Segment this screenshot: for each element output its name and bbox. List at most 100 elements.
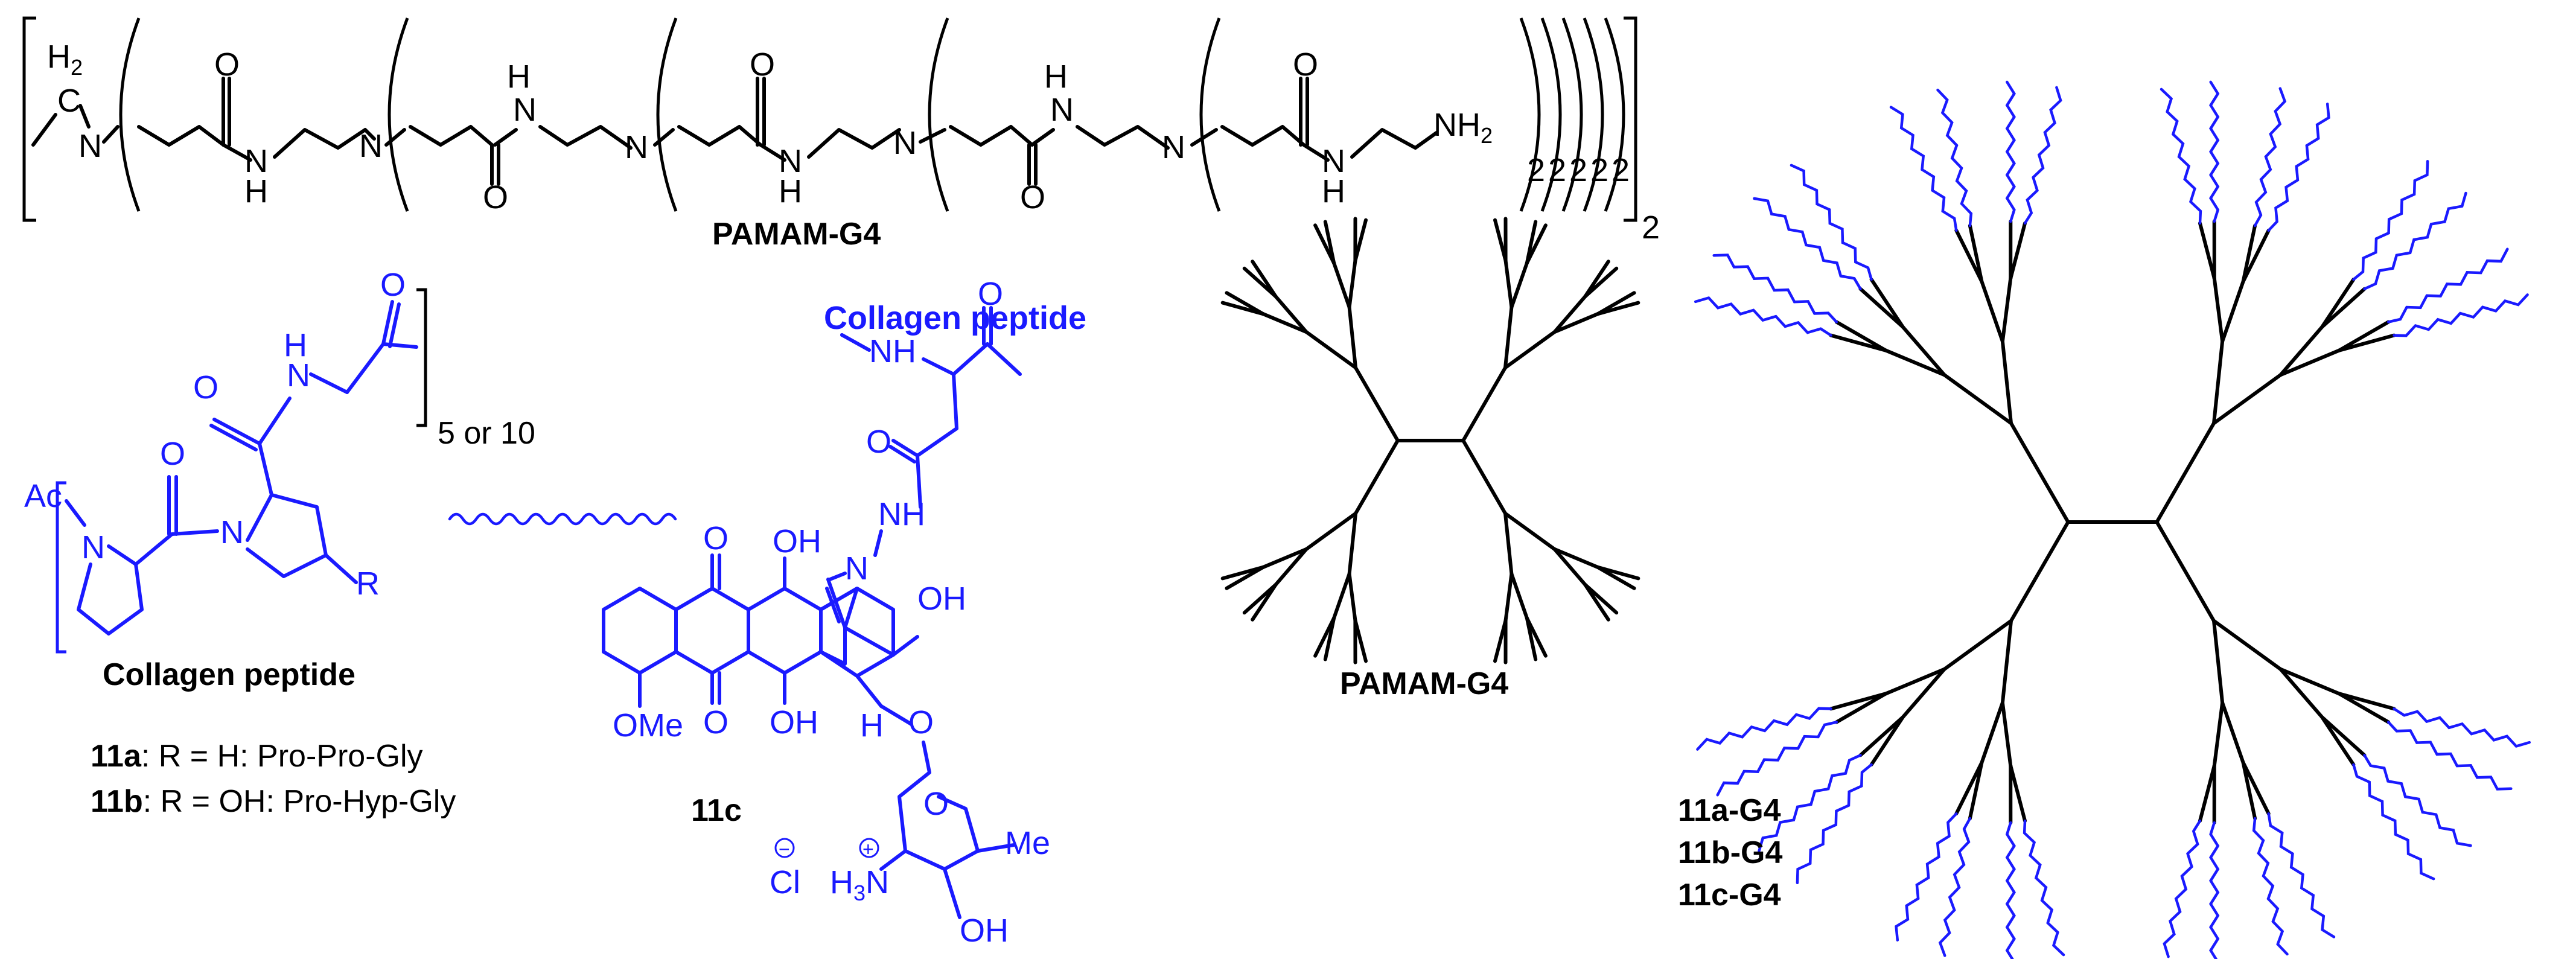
dendrimer-branch: [2221, 701, 2245, 765]
charge-plus-ring: [859, 838, 879, 858]
peptide-wave: [2253, 87, 2287, 228]
charge-minus-ring: [774, 838, 795, 858]
dendrimer-branch: [1332, 261, 1351, 309]
bond: [943, 867, 961, 919]
dendrimer-branch: [2278, 348, 2341, 377]
bond: [107, 544, 138, 566]
bond: [825, 587, 841, 623]
atom-h2: H2: [47, 39, 83, 80]
dendrimer-branch: [1503, 511, 1514, 576]
peptide-wave: [1696, 707, 1832, 751]
conjugate-label-11a: 11a-G4: [1678, 793, 1781, 828]
variant-11a: 11a: R = H: Pro-Pro-Gly: [91, 739, 423, 774]
co-bond: [388, 302, 401, 348]
bond: [759, 143, 786, 162]
dendrimer-branch: [2337, 333, 2396, 352]
peptide-wave: [1889, 106, 1958, 232]
dendrimer-branch: [2320, 715, 2367, 757]
peptide-wave: [1938, 817, 1972, 957]
dendrimer-branch: [2212, 701, 2225, 768]
atom-h3n: H3N: [830, 864, 889, 905]
bond-chain: [949, 125, 1034, 147]
paren: [1199, 18, 1221, 212]
bond: [843, 626, 895, 657]
dendrimer-small: [1220, 217, 1640, 664]
peptide-wave: [2386, 247, 2509, 323]
dendrimer-branch: [2221, 279, 2245, 343]
paren: [928, 18, 949, 212]
pamam-chain-title: PAMAM-G4: [712, 217, 881, 252]
dendrimer-branch: [1980, 701, 2004, 765]
peptide-wave: [2267, 812, 2336, 938]
dendrimer-branch: [1968, 223, 1984, 284]
subscript-2: 2: [1569, 152, 1587, 188]
peptide-wave: [2252, 817, 2289, 956]
bond: [381, 342, 418, 349]
paren: [1604, 18, 1625, 212]
atom-n: N: [893, 125, 917, 161]
peptide-wave: [2005, 821, 2016, 959]
dendrimer-branch: [2212, 373, 2283, 425]
dendrimer-branch: [1884, 348, 1946, 377]
bond: [345, 342, 385, 394]
bond: [855, 674, 883, 708]
dendrimer-branch: [1503, 259, 1514, 309]
dendrimer-branch: [1354, 366, 1400, 442]
bond-chain: [273, 128, 376, 159]
peptide-wave: [2023, 819, 2065, 957]
atom-nh2: NH2: [1433, 107, 1493, 148]
linker-wave-legend: [448, 512, 677, 526]
peptide-title: Collagen peptide: [103, 657, 355, 692]
dendrimer-branch: [1503, 572, 1514, 622]
atom-oh: OH: [917, 581, 966, 617]
dendrimer-branch: [2320, 715, 2356, 766]
dendrimer-branch: [1869, 715, 1905, 766]
atom-ac: Ac: [24, 478, 62, 514]
dendrimer-branch: [1347, 572, 1357, 622]
atom-n: N: [1050, 92, 1074, 128]
peptide-bracket-left: [56, 481, 66, 654]
subscript-2: 2: [1548, 152, 1566, 188]
dendrimer-branch: [2009, 520, 2070, 623]
dendrimer-branch: [1461, 439, 1507, 515]
dendrimer-branch: [2000, 701, 2013, 768]
dendrimer-branch: [1942, 619, 2013, 671]
paren: [656, 18, 678, 212]
atom-oh: OH: [773, 523, 821, 559]
co-bond: [888, 445, 916, 464]
dendrimer-branch: [2009, 763, 2027, 823]
dendrimer-branch: [1596, 565, 1636, 590]
dendrimer-branch: [1901, 325, 1946, 377]
drug-11c-structure: Collagen peptide O NH O NH N OH O: [602, 276, 1086, 949]
bond: [258, 442, 273, 497]
atom-h: H: [1044, 59, 1068, 95]
peptide-wave: [2163, 819, 2202, 958]
paren: [1583, 18, 1604, 212]
co-bond: [209, 424, 258, 451]
conjugate-label-11b: 11b-G4: [1678, 835, 1782, 870]
outer-bracket-right: [1624, 16, 1637, 222]
dendrimer-branch: [2241, 760, 2271, 816]
atom-n: N: [359, 128, 383, 164]
atom-o: O: [703, 520, 728, 556]
bond: [222, 143, 252, 162]
atom-o: O: [1020, 179, 1045, 215]
atom-o: O: [1293, 46, 1318, 83]
peptide-wave: [2160, 88, 2202, 225]
dendrimer-branch: [2337, 692, 2396, 711]
dendrimer-branch: [2000, 339, 2013, 425]
atom-o: O: [214, 46, 240, 83]
bond: [922, 357, 955, 376]
dendrimer-branch: [2320, 278, 2356, 329]
dendrimer-branch: [2000, 276, 2013, 343]
dendrimer-branch: [1347, 511, 1357, 576]
peptide-wave: [2393, 707, 2531, 748]
bond: [309, 372, 349, 394]
ring: [246, 493, 328, 578]
atom-o: O: [380, 267, 406, 303]
subscript-2: 2: [1612, 152, 1630, 188]
bond: [1030, 128, 1055, 147]
atom-nh: NH: [869, 333, 916, 369]
atom-h: H: [244, 173, 268, 209]
dendrimer-branch: [1552, 312, 1600, 334]
